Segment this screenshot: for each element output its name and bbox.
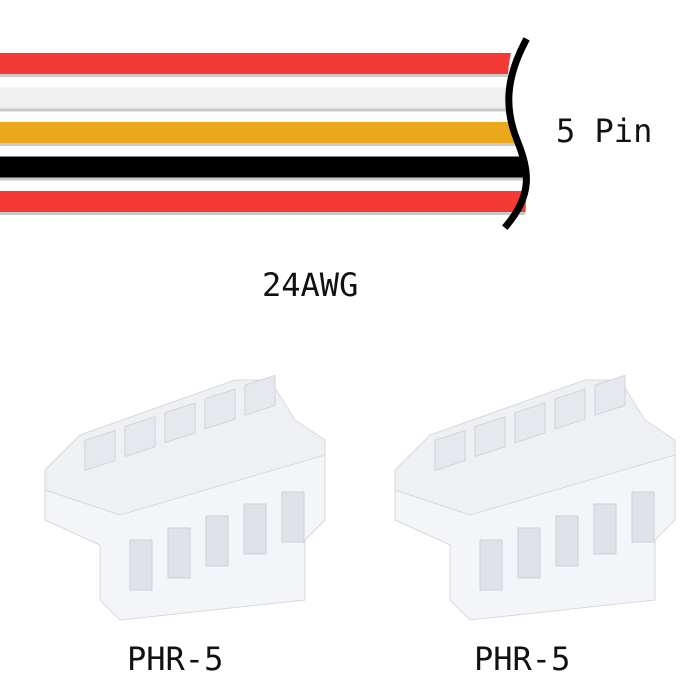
latch-slot (281, 491, 305, 543)
pin-cavity (204, 388, 236, 430)
latch-slot (555, 515, 579, 567)
wire-gauge-label: 24AWG (262, 266, 359, 304)
pin-cavity (554, 388, 586, 430)
latch-slot (593, 503, 617, 555)
wire-shadow (0, 108, 527, 112)
latch-slot (479, 539, 503, 591)
wire-shadow (0, 212, 527, 215)
connector-label-left: PHR-5 (127, 640, 224, 678)
pin-cavity (434, 429, 466, 471)
wire-shadow (0, 143, 527, 146)
latch-slot (517, 527, 541, 579)
cable-break-line (502, 37, 530, 230)
latch-slot (631, 491, 655, 543)
wire-1 (0, 53, 527, 74)
wire-3 (0, 122, 527, 143)
connector-label-right: PHR-5 (474, 640, 571, 678)
pin-cavity (474, 416, 506, 458)
latch-slot (129, 539, 153, 591)
latch-slot (205, 515, 229, 567)
pin-cavity (594, 374, 626, 416)
wire-shadow (0, 74, 527, 77)
wire-5 (0, 191, 527, 212)
wire-shadow (0, 177, 527, 181)
pin-cavity (244, 374, 276, 416)
pin-cavity (124, 416, 156, 458)
wire-4 (0, 156, 527, 178)
pin-cavity (84, 429, 116, 471)
pin-count-label: 5 Pin (556, 112, 653, 150)
phr5-connector (44, 374, 326, 621)
latch-slot (167, 527, 191, 579)
phr5-connector (394, 374, 676, 621)
pin-cavity (514, 402, 546, 444)
wire-2 (0, 87, 527, 109)
latch-slot (243, 503, 267, 555)
pin-cavity (164, 402, 196, 444)
